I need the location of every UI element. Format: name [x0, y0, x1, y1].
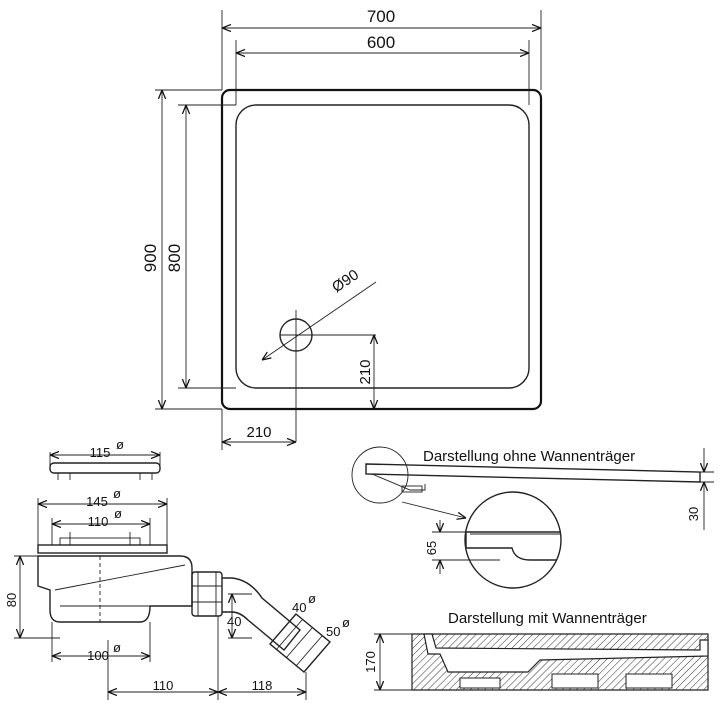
top-view: 700 600 900 800 Ø90 210 210: [141, 7, 543, 450]
dim-700-label: 700: [367, 7, 395, 26]
dim-flange-145-label: 145: [86, 494, 108, 509]
detail-circle-large: [464, 491, 562, 589]
outlet-elbow: [222, 577, 301, 651]
tray-inner-basin: [235, 104, 530, 389]
dim-cover-115-label: 115: [90, 445, 111, 460]
dim-600-label: 600: [367, 33, 395, 52]
diameter-mark-3: ø: [114, 506, 122, 521]
tray-profile-without: [365, 463, 701, 483]
dim-diameter-90-label: Ø90: [329, 266, 362, 296]
dim-drop-40-label: 40: [227, 614, 241, 629]
dim-length-110-label: 110: [153, 678, 174, 693]
outlet-pipe: [269, 613, 331, 673]
detail-arrow: [401, 501, 466, 518]
drain-body: [37, 555, 193, 623]
diameter-mark-4: ø: [113, 640, 121, 655]
tray-outer-outline: [220, 88, 543, 411]
section-without-support: Darstellung ohne Wannenträger 30 65: [351, 446, 714, 589]
dim-line-diameter-90: [262, 281, 377, 360]
dim-body-110-label: 110: [88, 514, 109, 529]
dim-900-label: 900: [141, 244, 160, 272]
detail-circle-small: [351, 446, 409, 504]
section-without-title: Darstellung ohne Wannenträger: [423, 448, 635, 465]
diameter-mark-6: ø: [342, 615, 350, 630]
dim-210-vertical-label: 210: [357, 359, 374, 384]
dim-800-label: 800: [165, 244, 184, 272]
dim-height-30-label: 30: [686, 507, 701, 521]
section-with-title: Darstellung mit Wannenträger: [448, 610, 647, 627]
drain-clamp: [59, 537, 141, 546]
dim-outlet-40-label: 40: [292, 600, 306, 615]
diameter-mark-2: ø: [113, 486, 121, 501]
diameter-mark-5: ø: [308, 591, 316, 606]
dim-length-118-label: 118: [252, 678, 273, 693]
drain-flange: [37, 544, 168, 554]
dim-detail-65-label: 65: [424, 541, 439, 555]
dim-210-horizontal-label: 210: [246, 424, 271, 441]
diameter-mark-1: ø: [116, 437, 124, 452]
union-nut: [191, 571, 223, 617]
drain-unit-drawing: 115 ø 145 ø 110 ø: [4, 437, 350, 700]
dim-outlet-50-label: 50: [326, 624, 340, 639]
dim-height-80-label: 80: [4, 593, 19, 607]
dim-height-170-label: 170: [363, 651, 378, 673]
section-with-support: Darstellung mit Wannenträger 170: [363, 610, 709, 691]
dim-bottom-100-label: 100: [87, 648, 109, 663]
drain-cover: [49, 462, 161, 474]
tray-shell-with: [423, 633, 709, 673]
